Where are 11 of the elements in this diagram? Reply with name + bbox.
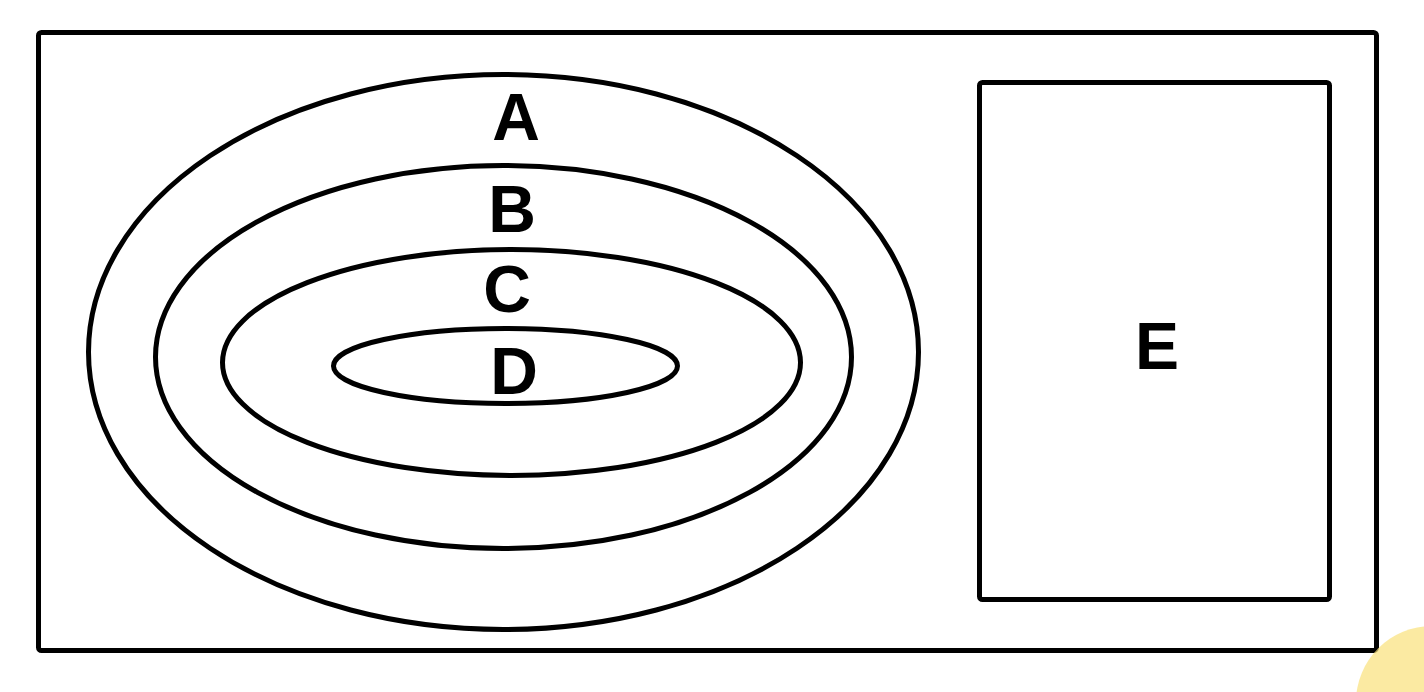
set-rectangle [977, 80, 1332, 602]
set-label: C [483, 256, 531, 322]
set-label: E [1135, 313, 1179, 379]
set-ellipse [331, 326, 680, 406]
set-ellipse [220, 247, 803, 478]
set-ellipse [86, 72, 921, 632]
set-label: B [488, 176, 536, 242]
outer-rectangle [36, 30, 1379, 653]
set-label: D [490, 338, 538, 404]
set-label: A [492, 84, 540, 150]
set-ellipse [153, 163, 854, 551]
